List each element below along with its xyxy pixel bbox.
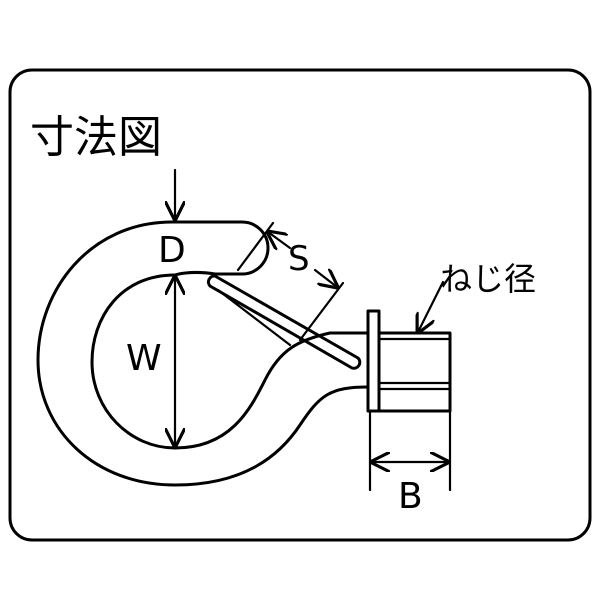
hook-drawing	[36, 220, 452, 487]
s-arrow	[313, 270, 337, 287]
s-extension-line	[298, 281, 345, 342]
s-arrow	[268, 232, 292, 248]
diagram-title: 寸法図	[30, 112, 162, 163]
label-s: S	[288, 239, 310, 279]
label-b: B	[398, 476, 423, 517]
thread-leader-arrow	[418, 280, 445, 332]
label-w: W	[126, 338, 162, 379]
frame	[8, 68, 592, 542]
label-thread-diameter: ねじ径	[440, 260, 536, 298]
label-d: D	[158, 230, 186, 271]
